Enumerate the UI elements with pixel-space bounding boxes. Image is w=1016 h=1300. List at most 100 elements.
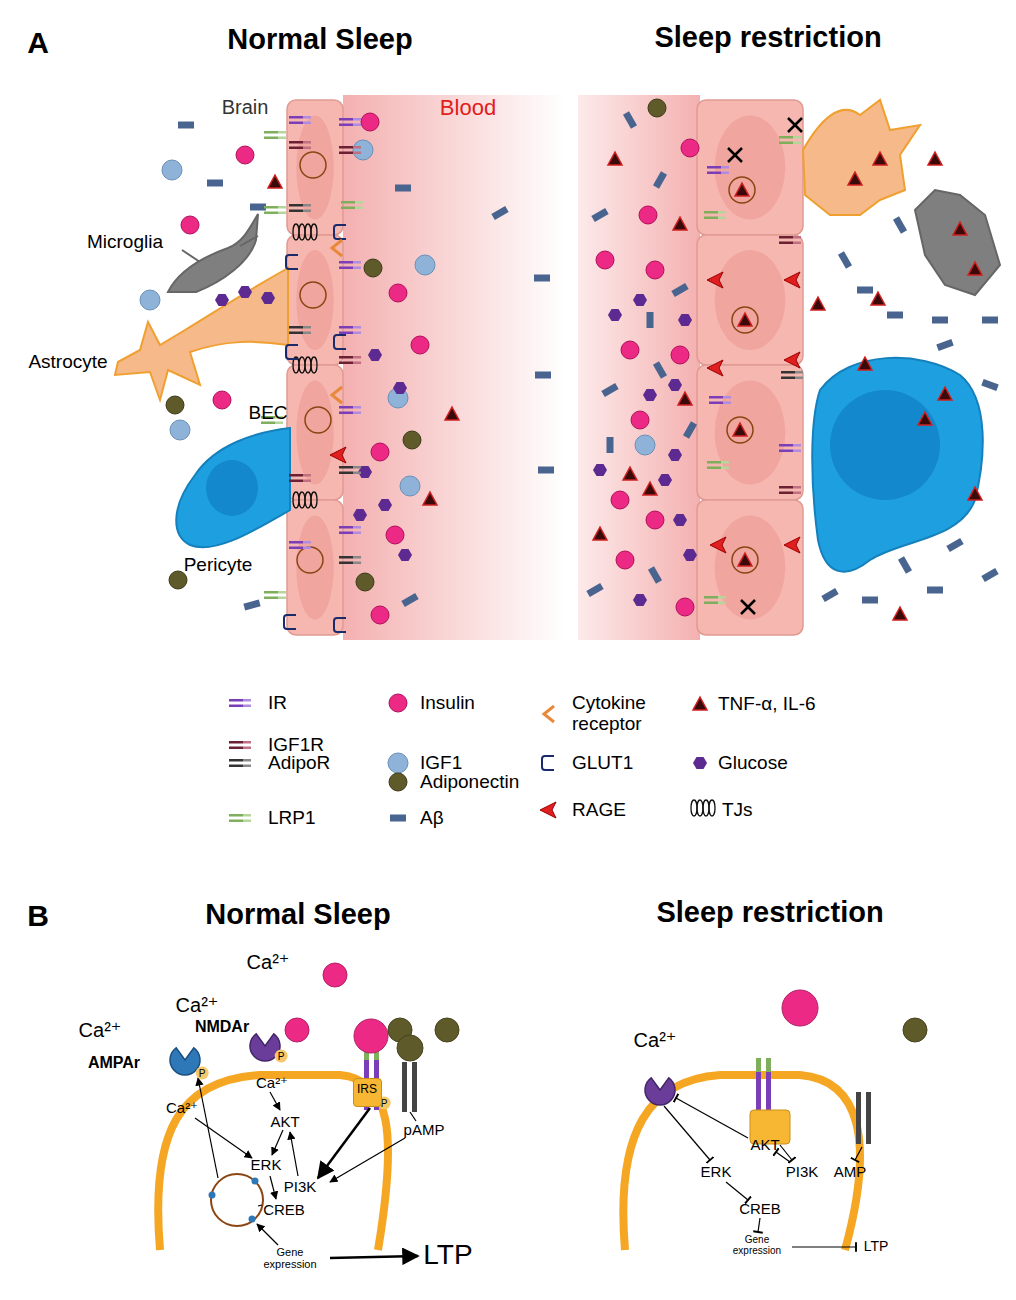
legend-sample — [388, 753, 408, 773]
symbol-glu — [398, 549, 412, 561]
symbol-igf — [415, 255, 435, 275]
symbol-adr — [781, 371, 803, 379]
symbol-glut — [334, 618, 346, 632]
symbol-adr — [289, 326, 311, 334]
symbol-tnf — [445, 407, 459, 420]
legend-text: AdipoR — [268, 753, 330, 774]
symbol-glu — [593, 464, 607, 476]
symbol-ir — [339, 261, 361, 269]
pathway-label: PI3K — [284, 1179, 317, 1196]
symbol-glu — [353, 509, 367, 521]
symbol-ab — [653, 361, 667, 378]
symbol-adp — [166, 396, 184, 414]
symbol-glu — [658, 474, 672, 486]
legend-sample — [544, 706, 554, 722]
legend-sample — [542, 756, 554, 770]
symbol-ab — [838, 251, 852, 268]
ion-label: Ca²⁺ — [79, 1019, 122, 1041]
symbol-glut — [334, 225, 346, 239]
pericyte-shape — [812, 358, 983, 572]
symbol-glu — [633, 294, 647, 306]
symbol-x — [788, 118, 802, 132]
ion-label: Ca²⁺ — [247, 951, 290, 973]
symbol-ab — [538, 467, 554, 474]
symbol-igf1r — [339, 146, 361, 154]
symbol-ab — [821, 588, 838, 602]
symbol-ab — [243, 600, 260, 611]
symbol-glut — [334, 335, 346, 349]
ion-label: Ca²⁺ — [166, 1100, 198, 1117]
symbol-ab — [927, 587, 943, 594]
legend-sample — [693, 757, 707, 769]
adaptor-box: IRS — [353, 1078, 382, 1107]
symbol-lrp — [704, 211, 726, 219]
ion-label: Ca²⁺ — [256, 1075, 288, 1092]
symbol-ins — [646, 261, 664, 279]
symbol-adr — [339, 466, 361, 474]
pathway-arrows — [195, 1078, 862, 1258]
symbol-tj — [293, 224, 317, 240]
panel-title: Sleep restriction — [656, 897, 883, 929]
microglia-shape — [915, 190, 1000, 295]
symbol-rage — [707, 360, 723, 376]
vesicle-receptor — [252, 1178, 259, 1185]
symbol-ins — [389, 284, 407, 302]
symbol-ir — [289, 541, 311, 549]
symbol-tnf — [871, 292, 885, 305]
cell-label: Astrocyte — [28, 352, 107, 373]
symbol-ir — [339, 526, 361, 534]
symbol-ab — [591, 208, 608, 222]
symbol-glu — [633, 594, 647, 606]
receptor-label: NMDAr — [195, 1018, 249, 1036]
symbol-ves — [727, 417, 753, 443]
symbol-ins — [386, 526, 404, 544]
legend-icons — [229, 694, 715, 822]
symbol-lrp — [779, 136, 801, 144]
symbol-tnf — [858, 357, 872, 370]
symbol-adr — [339, 556, 361, 564]
legend-text: LRP1 — [268, 808, 316, 829]
symbol-lrp — [264, 206, 286, 214]
symbol-ir — [709, 396, 731, 404]
outcome-label: LTP — [423, 1240, 472, 1271]
symbol-ir — [707, 166, 729, 174]
astrocyte-shape — [803, 100, 920, 215]
symbol-ins — [671, 346, 689, 364]
symbol-ab — [250, 204, 266, 211]
symbol-tnf — [673, 217, 687, 230]
microglia-shape — [168, 214, 258, 292]
ion-label: Ca²⁺ — [634, 1029, 677, 1051]
symbol-glu — [378, 499, 392, 511]
symbol-ves — [300, 282, 326, 308]
legend-text: IR — [268, 693, 287, 714]
symbol-glut — [286, 345, 298, 359]
symbol-ins — [611, 491, 629, 509]
symbol-tj — [293, 492, 317, 508]
pathway-label: CREB — [739, 1201, 781, 1218]
symbol-lrp — [264, 591, 286, 599]
symbol-ab — [981, 568, 998, 582]
legend-text: Insulin — [420, 693, 475, 714]
phospho-badge: P — [275, 1050, 288, 1063]
pathway-label: ERK — [251, 1157, 282, 1174]
symbol-tnf — [735, 183, 749, 196]
symbol-ab — [535, 372, 551, 379]
region-label: Blood — [440, 96, 496, 120]
legend-text: Cytokine receptor — [572, 693, 682, 735]
legend-sample — [540, 802, 556, 818]
vesicle-receptor — [209, 1192, 216, 1199]
symbol-lrp — [341, 201, 363, 209]
symbol-igf1r — [779, 486, 801, 494]
signalling-symbols — [170, 963, 927, 1144]
legend-text: GLUT1 — [572, 753, 633, 774]
symbol-tnf — [873, 152, 887, 165]
molecules — [140, 99, 999, 632]
symbol-ins — [181, 216, 199, 234]
symbol-lrp — [264, 131, 286, 139]
symbol-ir — [339, 406, 361, 414]
pericyte-nucleus — [830, 390, 940, 500]
symbol-ab — [401, 593, 418, 607]
legend-text: Adiponectin — [420, 772, 519, 793]
